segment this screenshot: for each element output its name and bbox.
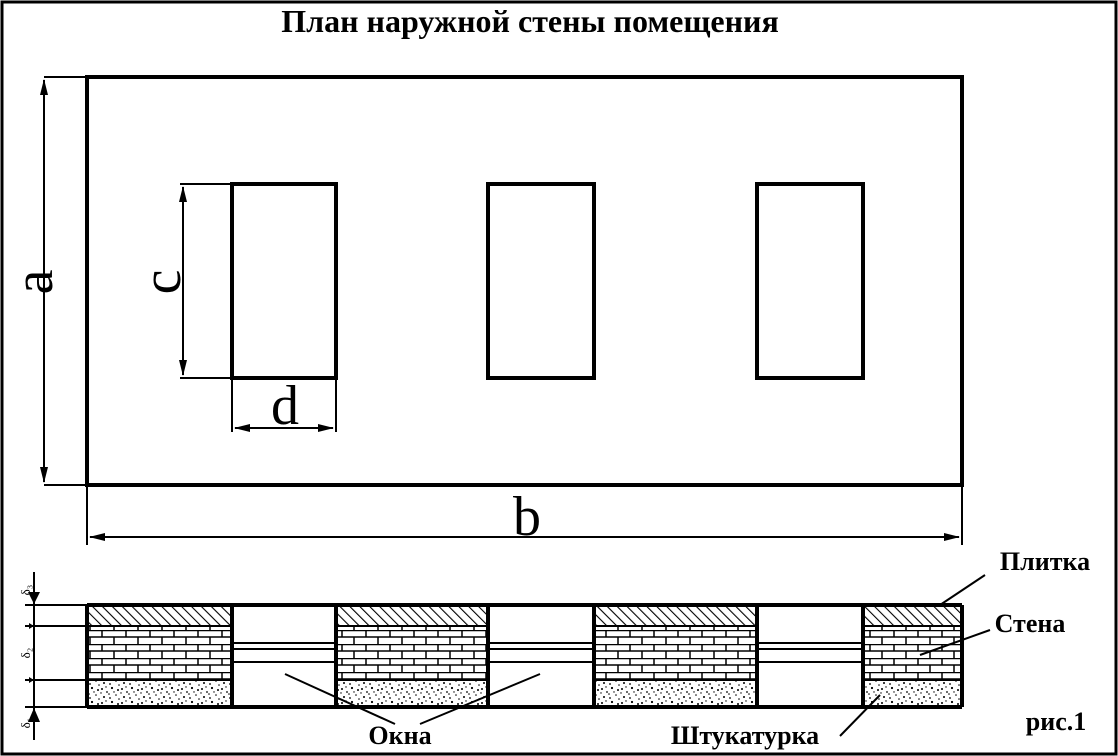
thickness-dimensions: δ₃ δ₂ δ₁ bbox=[18, 572, 87, 740]
window-glazing-3 bbox=[757, 642, 863, 663]
delta-2-label: δ₂ bbox=[18, 648, 33, 659]
window-2 bbox=[486, 182, 596, 380]
window-1 bbox=[230, 182, 338, 380]
windows-label: Окна bbox=[368, 721, 431, 750]
plaster-layer-2 bbox=[336, 680, 488, 707]
brick-layer-2 bbox=[336, 626, 488, 680]
wall-section bbox=[85, 603, 964, 709]
dimension-d: d bbox=[231, 375, 337, 437]
dimension-c: c bbox=[131, 183, 232, 379]
dimension-a-label: a bbox=[3, 269, 65, 294]
dimension-b-label: b bbox=[513, 486, 541, 548]
wall-label: Стена bbox=[995, 609, 1066, 638]
tile-layer-2 bbox=[336, 605, 488, 626]
dimension-c-label: c bbox=[131, 270, 193, 295]
plaster-label: Штукатурка bbox=[671, 721, 819, 750]
figure-caption: рис.1 bbox=[1026, 707, 1086, 736]
plaster-layer-3 bbox=[594, 680, 757, 707]
dimension-d-label: d bbox=[271, 375, 299, 437]
window-glazing-2 bbox=[488, 642, 594, 663]
tile-layer-1 bbox=[87, 605, 232, 626]
brick-layer-4 bbox=[863, 626, 962, 680]
brick-layer-3 bbox=[594, 626, 757, 680]
brick-layer-1 bbox=[87, 626, 232, 680]
window-glazing-1 bbox=[232, 642, 336, 663]
leader-lines bbox=[284, 574, 991, 737]
tile-layer-4 bbox=[863, 605, 962, 626]
window-3 bbox=[755, 182, 865, 380]
diagram-title: План наружной стены помещения bbox=[281, 3, 779, 39]
delta-3-label: δ₃ bbox=[18, 585, 33, 596]
dimension-a: a bbox=[3, 76, 87, 486]
tile-label: Плитка bbox=[1000, 547, 1090, 576]
wall-outline bbox=[85, 75, 964, 487]
tile-layer-3 bbox=[594, 605, 757, 626]
plaster-layer-4 bbox=[863, 680, 962, 707]
delta-1-label: δ₁ bbox=[18, 718, 33, 729]
plaster-layer-1 bbox=[87, 680, 232, 707]
dimension-b: b bbox=[86, 485, 963, 548]
